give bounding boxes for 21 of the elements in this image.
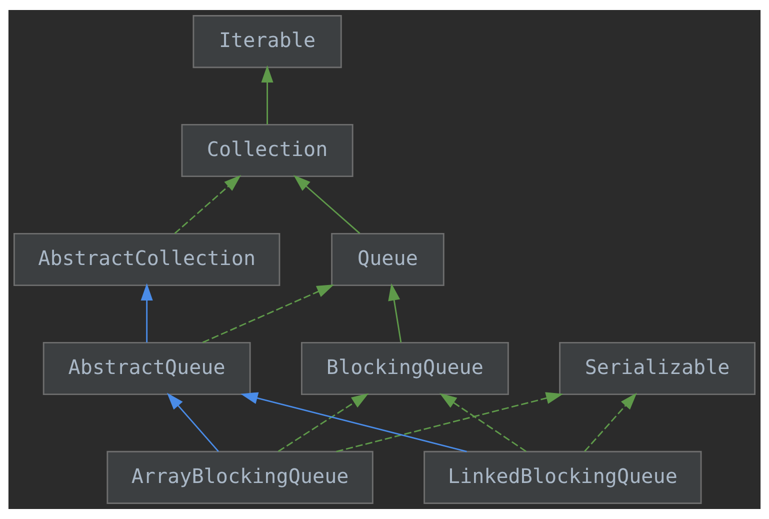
arrow (166, 392, 219, 452)
node-box: Collection (181, 124, 354, 178)
node-box: AbstractQueue (42, 342, 251, 395)
node-box: Queue (331, 232, 444, 286)
node-box: AbstractCollection (13, 232, 280, 286)
arrow (584, 392, 637, 452)
node-box: LinkedBlockingQueue (424, 450, 702, 504)
node-box: BlockingQueue (300, 342, 509, 395)
arrow (174, 175, 242, 234)
arrow (202, 284, 334, 344)
arrow (336, 392, 564, 452)
arrow (240, 392, 467, 452)
arrow (278, 393, 369, 452)
arrow (388, 283, 402, 343)
node-box: Iterable (192, 15, 342, 68)
arrow (261, 65, 274, 124)
arrow (140, 283, 153, 342)
node-box: ArrayBlockingQueue (106, 450, 374, 504)
node-box: Serializable (559, 342, 756, 395)
arrow (293, 175, 360, 234)
arrow (440, 393, 526, 452)
